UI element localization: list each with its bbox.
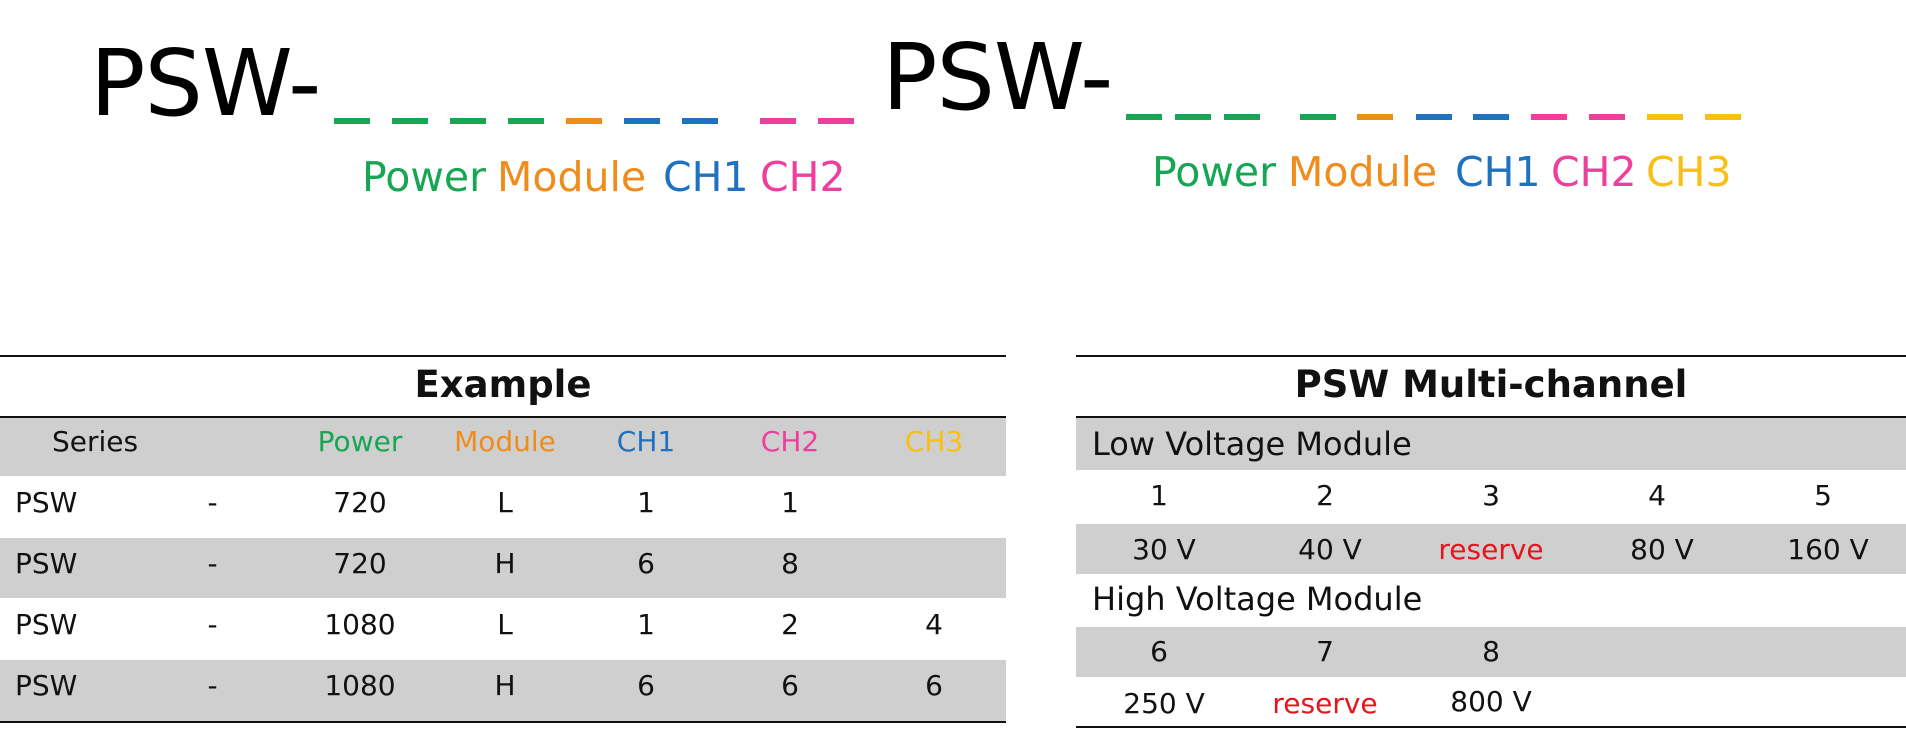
code-left-prefix: PSW- xyxy=(90,30,321,137)
table-cell-ch3: 4 xyxy=(925,608,943,641)
table-cell-module: H xyxy=(494,669,516,702)
rule xyxy=(1076,726,1906,728)
slot-ch2 xyxy=(760,118,796,124)
high-value: 250 V xyxy=(1123,687,1205,720)
slot-ch2 xyxy=(1531,114,1567,120)
code-right-label-ch1: CH1 xyxy=(1455,148,1541,196)
code-right-prefix: PSW- xyxy=(882,24,1113,131)
table-cell-module: L xyxy=(497,608,513,641)
table-cell-series: PSW xyxy=(15,669,78,702)
slot-power xyxy=(1126,114,1162,120)
high-value-reserve: reserve xyxy=(1272,687,1378,720)
table-cell-ch1: 6 xyxy=(637,669,655,702)
header-power: Power xyxy=(317,425,403,458)
rule xyxy=(1076,355,1906,357)
slot-power xyxy=(392,118,428,124)
low-code: 2 xyxy=(1316,479,1334,512)
slot-ch1 xyxy=(1473,114,1509,120)
table-cell-module: H xyxy=(494,547,516,580)
high-code: 6 xyxy=(1150,635,1168,668)
header-module: Module xyxy=(454,425,556,458)
low-value: 40 V xyxy=(1298,533,1362,566)
high-codes-band xyxy=(1076,627,1906,677)
header-series: Series xyxy=(51,425,139,458)
rule xyxy=(0,355,1006,357)
low-heading-band xyxy=(1076,418,1906,470)
table-cell-series: PSW xyxy=(15,608,78,641)
rule xyxy=(0,721,1006,723)
code-right-label-ch2: CH2 xyxy=(1551,148,1637,196)
high-code: 8 xyxy=(1482,635,1500,668)
low-voltage-heading: Low Voltage Module xyxy=(1092,425,1412,463)
table-cell-ch2: 1 xyxy=(781,486,799,519)
code-left-label-ch1: CH1 xyxy=(663,153,749,201)
table-cell-ch2: 8 xyxy=(781,547,799,580)
slot-power xyxy=(334,118,370,124)
table-cell-power: 1080 xyxy=(324,608,396,641)
table-cell-module: L xyxy=(497,486,513,519)
low-value: 160 V xyxy=(1787,533,1869,566)
code-left-label-power: Power xyxy=(362,153,486,201)
table-cell-power: 720 xyxy=(333,547,387,580)
code-left-label-ch2: CH2 xyxy=(760,153,846,201)
table-cell-power: 720 xyxy=(333,486,387,519)
table-cell-ch1: 1 xyxy=(637,486,655,519)
low-code: 4 xyxy=(1648,479,1666,512)
slot-power xyxy=(450,118,486,124)
low-value: 30 V xyxy=(1132,533,1196,566)
code-right-label-module: Module xyxy=(1288,148,1438,196)
table-cell-sep: - xyxy=(207,608,218,641)
low-values-band xyxy=(1076,524,1906,574)
slot-ch1 xyxy=(682,118,718,124)
high-voltage-heading: High Voltage Module xyxy=(1092,580,1423,618)
table-cell-series: PSW xyxy=(15,547,78,580)
slot-ch1 xyxy=(624,118,660,124)
header-band xyxy=(0,418,1006,476)
slot-module xyxy=(1357,114,1393,120)
table-cell-ch3: 6 xyxy=(925,669,943,702)
table-cell-power: 1080 xyxy=(324,669,396,702)
high-value: 800 V xyxy=(1450,685,1532,718)
row-band xyxy=(0,538,1006,598)
table-cell-ch2: 2 xyxy=(781,608,799,641)
slot-ch3 xyxy=(1705,114,1741,120)
rule xyxy=(0,416,1006,418)
slot-power xyxy=(1300,114,1336,120)
multichannel-title: PSW Multi-channel xyxy=(1294,363,1688,406)
high-code: 7 xyxy=(1316,635,1334,668)
header-ch2: CH2 xyxy=(760,425,820,458)
slot-power xyxy=(508,118,544,124)
header-ch3: CH3 xyxy=(904,425,964,458)
slot-module xyxy=(566,118,602,124)
low-code: 1 xyxy=(1150,479,1168,512)
table-cell-ch2: 6 xyxy=(781,669,799,702)
table-cell-sep: - xyxy=(207,669,218,702)
low-code: 5 xyxy=(1814,479,1832,512)
slot-ch3 xyxy=(1647,114,1683,120)
table-cell-sep: - xyxy=(207,486,218,519)
header-ch1: CH1 xyxy=(616,425,676,458)
low-code: 3 xyxy=(1482,479,1500,512)
code-left-label-module: Module xyxy=(497,153,647,201)
table-cell-ch1: 6 xyxy=(637,547,655,580)
low-value: 80 V xyxy=(1630,533,1694,566)
slot-power xyxy=(1224,114,1260,120)
slot-ch1 xyxy=(1416,114,1452,120)
slot-ch2 xyxy=(818,118,854,124)
slot-ch2 xyxy=(1589,114,1625,120)
rule xyxy=(1076,416,1906,418)
table-cell-sep: - xyxy=(207,547,218,580)
table-cell-series: PSW xyxy=(15,486,78,519)
slot-power xyxy=(1175,114,1211,120)
table-cell-ch1: 1 xyxy=(637,608,655,641)
example-title: Example xyxy=(414,363,592,406)
row-band xyxy=(0,660,1006,721)
code-right-label-ch3: CH3 xyxy=(1646,148,1732,196)
low-value-reserve: reserve xyxy=(1438,533,1544,566)
code-right-label-power: Power xyxy=(1152,148,1276,196)
